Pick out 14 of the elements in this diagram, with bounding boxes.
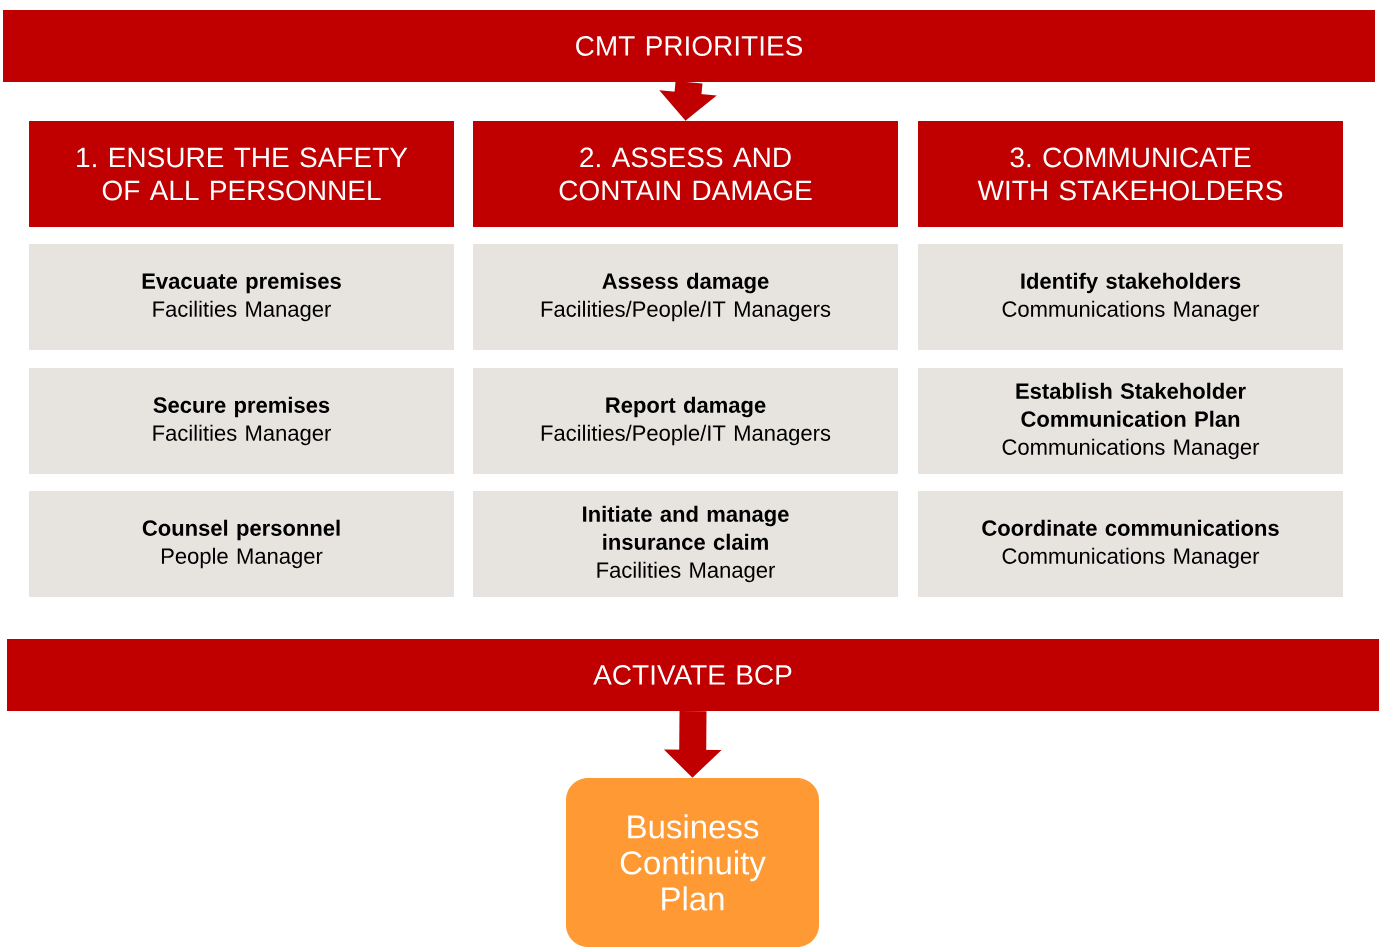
task-box: Report damage Facilities/People/IT Managers	[473, 368, 898, 474]
task-box: Assess damage Facilities/People/IT Managers	[473, 244, 898, 350]
banner-bar: ACTIVATE BCP	[7, 639, 1379, 711]
banner-bar: CMT PRIORITIES	[3, 10, 1375, 82]
task-box: Secure premises Facilities Manager	[29, 368, 454, 474]
priority-header: 3. COMMUNICATE WITH STAKEHOLDERS	[918, 121, 1343, 227]
task-box: Evacuate premises Facilities Manager	[29, 244, 454, 350]
task-box: Identify stakeholders Communications Manager	[918, 244, 1343, 350]
task-box: Establish Stakeholder Communication Plan Communications Manager	[918, 368, 1343, 474]
task-box: Initiate and manage insurance claim Facilities Manager	[473, 491, 898, 597]
plan-box: Business Continuity Plan	[566, 778, 819, 947]
task-box: Counsel personnel People Manager	[29, 491, 454, 597]
priority-header: 1. ENSURE THE SAFETY OF ALL PERSONNEL	[29, 121, 454, 227]
task-box: Coordinate communications Communications Manager	[918, 491, 1343, 597]
